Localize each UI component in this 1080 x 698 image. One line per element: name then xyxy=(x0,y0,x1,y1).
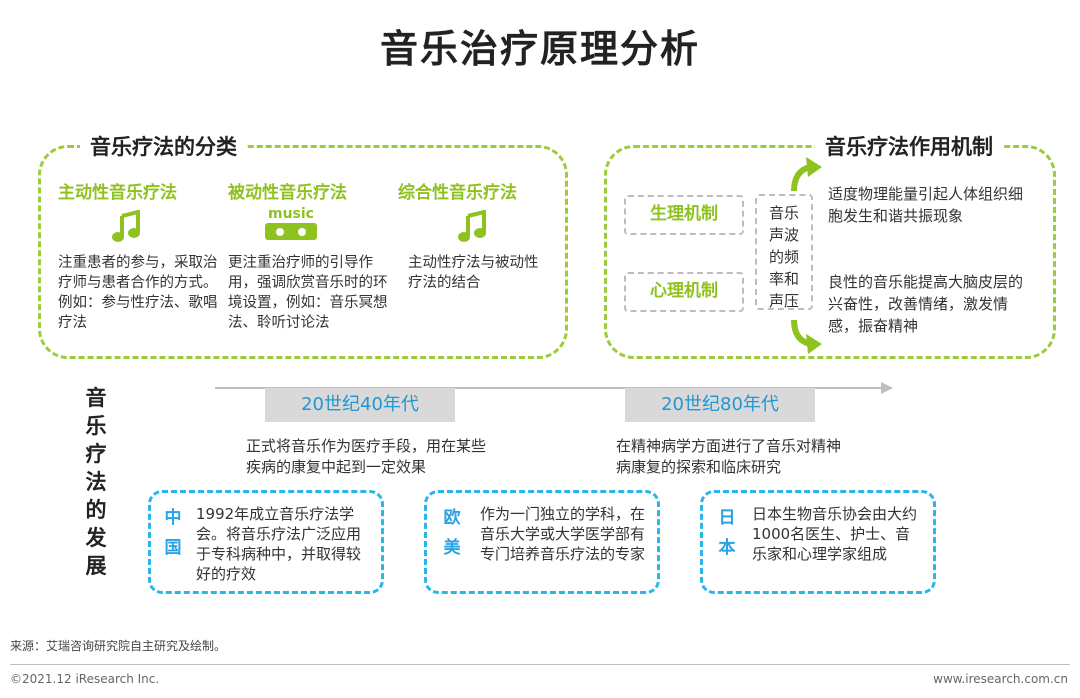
era-1980s-desc: 在精神病学方面进行了音乐对精神病康复的探索和临床研究 xyxy=(616,437,842,476)
sound-wave-text: 音乐声波的频率和声压 xyxy=(768,204,799,310)
type-desc-active: 注重患者的参与，采取治疗师与患者合作的方式。例如：参与性疗法、歌唱疗法 xyxy=(58,255,218,331)
region-name-japan: 日本 xyxy=(718,508,736,558)
classification-panel xyxy=(38,145,568,359)
arrow-up-icon xyxy=(788,155,824,193)
classification-heading: 音乐疗法的分类 xyxy=(80,131,247,161)
region-box-china xyxy=(148,490,384,594)
copyright-text: ©2021.12 iResearch Inc. xyxy=(10,672,160,686)
psych-effect-text: 良性的音乐能提高大脑皮层的兴奋性，改善情绪，激发情感，振奋精神 xyxy=(828,273,1024,335)
region-desc-west: 作为一门独立的学科，在音乐大学或大学医学部有专门培养音乐疗法的专家 xyxy=(480,505,646,563)
music-cassette-icon: music xyxy=(263,206,319,242)
region-box-west xyxy=(424,490,660,594)
region-name-west: 欧美 xyxy=(443,508,461,558)
era-1940s: 20世纪40年代 xyxy=(265,388,455,422)
mechanism-heading: 音乐疗法作用机制 xyxy=(815,131,1003,161)
region-name-china: 中国 xyxy=(164,508,182,558)
era-1980s: 20世纪80年代 xyxy=(625,388,815,422)
region-desc-china: 1992年成立音乐疗法学会。将音乐疗法广泛应用于专科病种中，并取得较好的疗效 xyxy=(196,505,362,583)
type-desc-combined: 主动性疗法与被动性疗法的结合 xyxy=(408,255,539,291)
physio-effect-text: 适度物理能量引起人体组织细胞发生和谐共振现象 xyxy=(828,185,1024,225)
region-box-japan xyxy=(700,490,936,594)
music-note-icon xyxy=(110,209,144,244)
website-link[interactable]: www.iresearch.com.cn xyxy=(933,672,1068,686)
psych-mechanism-box: 心理机制 xyxy=(624,272,744,312)
type-title-combined: 综合性音乐疗法 xyxy=(398,183,517,203)
development-label: 音乐疗法的发展 xyxy=(85,386,107,578)
region-desc-japan: 日本生物音乐协会由大约1000名医生、护士、音乐家和心理学家组成 xyxy=(752,505,918,563)
arrow-down-icon xyxy=(788,318,824,356)
type-title-active: 主动性音乐疗法 xyxy=(58,183,177,203)
sound-wave-box: 音乐声波的频率和声压 xyxy=(755,194,813,310)
music-icon-text: music xyxy=(268,206,314,222)
music-note-icon xyxy=(456,209,490,244)
type-desc-passive: 更注重治疗师的引导作用，强调欣赏音乐时的环境设置，例如：音乐冥想法、聆听讨论法 xyxy=(228,255,388,331)
page-title: 音乐治疗原理分析 xyxy=(379,27,700,71)
source-note: 来源：艾瑞咨询研究院自主研究及绘制。 xyxy=(10,639,227,653)
type-title-passive: 被动性音乐疗法 xyxy=(228,183,347,203)
era-1940s-desc: 正式将音乐作为医疗手段，用在某些疾病的康复中起到一定效果 xyxy=(246,437,487,476)
footer-divider xyxy=(10,664,1070,665)
physio-mechanism-box: 生理机制 xyxy=(624,195,744,235)
